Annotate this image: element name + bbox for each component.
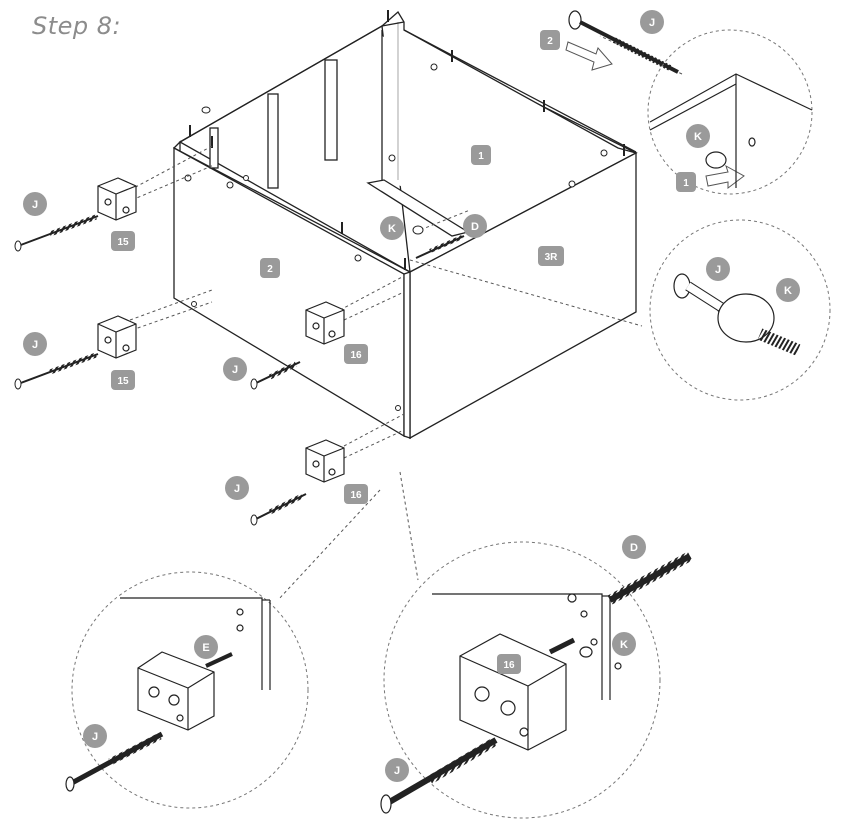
badge-arrow-1: 1 [676,172,696,192]
svg-text:16: 16 [350,490,362,501]
inset-bottom-left-detail [65,597,271,792]
svg-text:1: 1 [683,178,689,189]
badge-d-center: D [463,214,487,238]
badge-j-left-1: J [23,192,47,216]
badge-j-lower: J [225,476,249,500]
svg-text:J: J [234,483,240,495]
drawer-rail [324,59,338,161]
badge-j-inset-mid: J [706,257,730,281]
part-block-inset: 16 [497,654,521,674]
cam-nut-icon [201,106,211,114]
back-wall [382,34,618,190]
svg-text:J: J [649,17,655,29]
part-panel-back: 1 [471,145,491,165]
svg-text:15: 15 [117,376,129,387]
svg-text:J: J [32,339,38,351]
screw-icon [250,493,307,526]
svg-text:1: 1 [478,151,484,162]
badge-j-left-2: J [23,332,47,356]
svg-text:K: K [388,223,396,235]
inset-mid-right [649,219,831,401]
inset-top-right-detail [649,73,813,188]
cam-nut-icon [412,225,424,235]
right-panel-edge [403,271,411,439]
badge-e-inset-bl: E [194,635,218,659]
part-panel-right: 3R [538,246,564,266]
dowel-icon [415,235,465,259]
svg-text:E: E [202,642,209,654]
part-block-tl: 15 [111,231,135,251]
arrow-icon [705,164,745,189]
svg-text:J: J [92,731,98,743]
svg-text:16: 16 [503,660,515,671]
part-block-ml: 15 [111,370,135,390]
block-16-low [305,439,345,483]
block-15-top [97,177,137,221]
step-title: Step 8: [32,12,122,40]
svg-text:K: K [784,285,792,297]
screw-icon [14,352,99,390]
block-15-mid [97,315,137,359]
svg-text:D: D [630,542,638,554]
badge-d-inset-br: D [622,535,646,559]
svg-text:J: J [232,364,238,376]
svg-text:J: J [32,199,38,211]
svg-text:D: D [471,221,479,233]
screw-icon [250,361,301,390]
badge-j-inset-bl: J [83,724,107,748]
part-block-mid: 16 [344,344,368,364]
inset-top-right [647,29,813,195]
arrow-icon [565,41,613,71]
svg-text:J: J [715,264,721,276]
svg-text:3R: 3R [545,252,559,263]
svg-text:2: 2 [547,36,553,47]
assembly-dashes [129,35,683,601]
svg-text:K: K [620,639,628,651]
block-16-mid [305,301,345,345]
badge-k-inset-mid: K [776,278,800,302]
badge-arrow-2: 2 [540,30,560,50]
part-panel-left: 2 [260,258,280,278]
inset-bottom-right-detail [380,551,693,814]
panel-holes [184,63,608,411]
svg-text:2: 2 [267,264,273,275]
svg-text:16: 16 [350,350,362,361]
svg-text:15: 15 [117,237,129,248]
svg-text:K: K [694,131,702,143]
cabinet-body [172,10,638,440]
screw-icon [14,214,99,252]
badge-j-inset-br: J [385,758,409,782]
inset-bottom-left [71,571,309,809]
inset-mid-right-detail [673,273,801,356]
badge-k-center: K [380,216,404,240]
svg-text:J: J [394,765,400,777]
badge-k-inset-br: K [612,632,636,656]
badge-k-inset-top: K [686,124,710,148]
badge-j-top: J [640,10,664,34]
top-pins [189,10,625,270]
inset-bottom-right [383,541,661,819]
part-block-low: 16 [344,484,368,504]
cam-bolt-icon [568,10,679,74]
badge-j-mid: J [223,357,247,381]
